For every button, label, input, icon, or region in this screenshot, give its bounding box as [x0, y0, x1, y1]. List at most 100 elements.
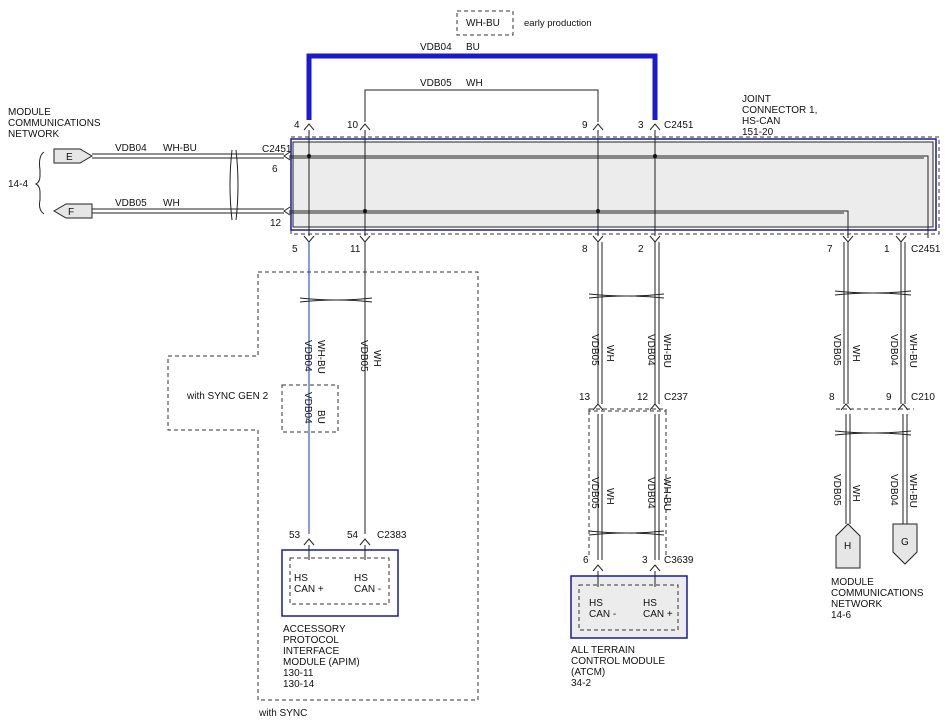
- atcm-pin-12: 12: [637, 392, 649, 403]
- atcm-module-box: [570, 575, 688, 639]
- c237-dash-top: [588, 408, 667, 412]
- apim-pin-hs1: HS: [294, 573, 308, 584]
- right-wire1-color-upper: WH: [850, 345, 861, 362]
- pin-10: 10: [347, 120, 359, 131]
- right-network-title-2: COMMUNICATIONS: [831, 588, 924, 599]
- pin-4: 4: [294, 120, 300, 131]
- apim-wire1-circuit: VDB04: [302, 340, 313, 372]
- right-twist-lower: [834, 430, 912, 436]
- right-lower-wires: [845, 414, 904, 524]
- pin-1: 1: [884, 244, 890, 255]
- right-wire1-circuit-upper: VDB05: [831, 334, 842, 366]
- connector-e-label: E: [66, 152, 73, 163]
- bus-vdb05: [289, 210, 849, 238]
- apim-wire2-color: WH: [371, 350, 382, 367]
- right-wire1-color-lower: WH: [850, 485, 861, 502]
- apim-connector-id: C2383: [377, 530, 407, 541]
- joint-title-4: 151-20: [742, 127, 774, 138]
- top-wire-vdb05-color: WH: [466, 78, 483, 89]
- apim-pin-canminus: CAN -: [354, 584, 381, 595]
- sync-gen2-color: BU: [315, 410, 326, 424]
- wire-f-color: WH: [163, 198, 180, 209]
- right-inline-connector: C210: [911, 392, 935, 403]
- joint-connector-id-top: C2451: [664, 120, 694, 131]
- right-wire2-circuit-lower: VDB04: [888, 474, 899, 506]
- joint-connector-body: [292, 141, 934, 228]
- joint-connector-id-bottom: C2451: [911, 244, 941, 255]
- atcm-pin-3: 3: [642, 555, 648, 566]
- apim-terminal-ticks: [303, 538, 371, 546]
- connector-f: [53, 203, 93, 219]
- sync-gen2-box: [281, 384, 339, 433]
- atcm-pin-canminus: CAN -: [589, 609, 616, 620]
- right-wire2-color-lower: WH-BU: [907, 474, 918, 508]
- c237-dash-sides: [588, 411, 667, 558]
- apim-title-1: ACCESSORY: [283, 624, 346, 635]
- atcm-pin-hs1: HS: [589, 598, 603, 609]
- legend-swatch-box: [456, 10, 514, 36]
- left-network-title-2: COMMUNICATIONS: [8, 118, 101, 129]
- wire-f-circuit: VDB05: [115, 198, 147, 209]
- apim-twist: [299, 297, 373, 303]
- right-pin-9: 9: [886, 392, 892, 403]
- right-wire2-color-upper: WH-BU: [907, 334, 918, 368]
- apim-pin-53: 53: [289, 530, 301, 541]
- pin-8: 8: [582, 244, 588, 255]
- joint-connector-outline: [290, 136, 940, 235]
- apim-module-box: [281, 549, 399, 617]
- right-pin-8: 8: [829, 392, 835, 403]
- left-terminal-ticks: [283, 151, 291, 216]
- atcm-pin-hs2: HS: [643, 598, 657, 609]
- atcm-twist-upper: [588, 293, 665, 299]
- joint-title-1: JOINT: [742, 94, 771, 105]
- wire-e-circuit: VDB04: [115, 143, 147, 154]
- atcm-wire2-color-upper: WH-BU: [661, 334, 672, 368]
- atcm-wire1-circuit-lower: VDB05: [589, 477, 600, 509]
- connector-g: [892, 523, 918, 565]
- pin-6: 6: [272, 164, 278, 175]
- right-twist-upper: [834, 290, 912, 296]
- apim-wire2-circuit: VDB05: [358, 340, 369, 372]
- top-wire-vdb04-label: VDB04: [420, 42, 452, 53]
- apim-pin-hs2: HS: [354, 573, 368, 584]
- joint-connector-frame: [290, 138, 937, 231]
- pin-7: 7: [827, 244, 833, 255]
- joint-title-2: CONNECTOR 1,: [742, 105, 817, 116]
- pin-11: 11: [350, 244, 361, 255]
- sync-gen2-label: with SYNC GEN 2: [186, 391, 269, 402]
- atcm-pin-13: 13: [579, 392, 591, 403]
- bus-vdb04: [289, 155, 929, 238]
- atcm-wire1-color-upper: WH: [604, 345, 615, 362]
- pin-3: 3: [638, 120, 644, 131]
- atcm-wire1-circuit-upper: VDB05: [589, 334, 600, 366]
- connector-h-label: H: [844, 541, 851, 552]
- connector-h: [835, 523, 861, 569]
- apim-wire1-color: WH-BU: [315, 340, 326, 374]
- left-brace: [34, 151, 45, 215]
- wire-f: [92, 208, 284, 214]
- left-network-title-1: MODULE: [8, 107, 51, 118]
- atcm-pin-6: 6: [583, 555, 589, 566]
- right-network-title-1: MODULE: [831, 577, 874, 588]
- connector-e: [53, 148, 93, 164]
- pin-9: 9: [582, 120, 588, 131]
- pin-2: 2: [638, 244, 644, 255]
- apim-title-2: PROTOCOL: [283, 635, 339, 646]
- atcm-upper-wires: [597, 242, 656, 404]
- joint-title-3: HS-CAN: [742, 116, 780, 127]
- atcm-inline-connector: C237: [664, 392, 688, 403]
- right-upper-wires: [847, 242, 906, 404]
- left-network-title-3: NETWORK: [8, 129, 59, 140]
- atcm-twist-lower: [588, 530, 665, 536]
- apim-title-4: MODULE (APIM): [283, 657, 360, 668]
- left-twist: [229, 149, 239, 221]
- top-wire-vdb04-color: BU: [466, 42, 480, 53]
- apim-pin-54: 54: [347, 530, 359, 541]
- right-wire2-circuit-upper: VDB04: [888, 334, 899, 366]
- apim-ref-2: 130-14: [283, 679, 315, 690]
- atcm-wire2-circuit-lower: VDB04: [645, 477, 656, 509]
- apim-pin-canplus: CAN +: [294, 584, 324, 595]
- with-sync-label: with SYNC: [258, 708, 307, 719]
- pin-5: 5: [292, 244, 298, 255]
